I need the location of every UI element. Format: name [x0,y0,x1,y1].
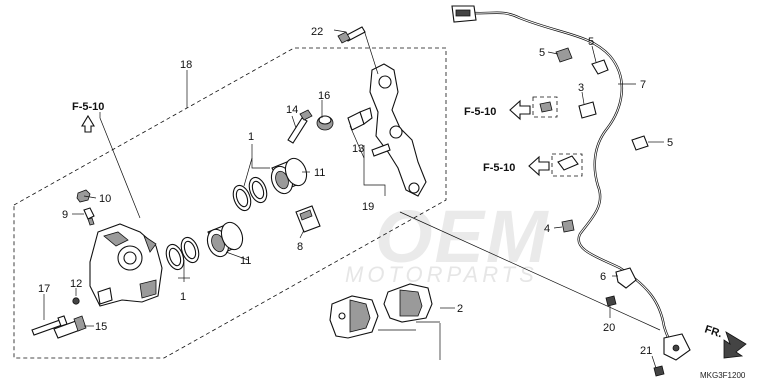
callout-12: 12 [70,278,82,290]
callout-3: 3 [578,82,584,94]
caliper-body [89,223,163,307]
ref-arrow-lower [528,155,550,177]
caliper-slide-pin [287,109,313,144]
brake-pad-rear [329,295,379,339]
detail-box-lower [551,153,583,177]
front-direction-arrow [723,331,747,359]
callout-2: 2 [457,303,463,315]
detail-clip-lower [557,155,579,171]
piston-seal-upper [232,176,268,212]
cable-clamp-2 [591,59,609,75]
callout-14: 14 [286,104,298,116]
pad-pin-plug [72,297,80,305]
caliper-bracket [369,63,427,197]
bracket-bolt [337,26,366,44]
watermark: OEM MOTORPARTS [345,195,550,287]
caliper-pin-bolt [53,315,87,339]
ref-label-caliper: F-5-10 [72,101,104,113]
clamp-bolt [605,295,617,307]
piston-upper [270,157,308,195]
callout-5-top: 5 [539,47,545,59]
callout-11-upper: 11 [314,167,325,179]
callout-16: 16 [318,90,330,102]
callout-20: 20 [603,322,615,334]
ref-label-sensor-lower: F-5-10 [483,162,515,174]
detail-box-upper [532,96,558,118]
sensor-head [663,333,691,361]
callout-4: 4 [544,223,550,235]
pad-spring [295,205,321,233]
callout-13: 13 [352,143,364,155]
piston-lower [206,221,244,258]
brake-pad-front [383,283,433,323]
callout-8: 8 [297,241,303,253]
watermark-brand: OEM [375,195,550,278]
callout-17: 17 [38,283,50,295]
cable-grommet [561,219,575,233]
callout-21: 21 [640,345,652,357]
bleeder-screw [83,207,95,226]
cable-stay [578,101,597,119]
wheel-speed-sensor-cable [461,10,677,351]
callout-9: 9 [62,209,68,221]
callout-15: 15 [95,321,107,333]
callout-22: 22 [311,26,323,38]
caliper-assembly-boundary [13,47,447,359]
diagram-code: MKG3F1200 [700,371,746,380]
cable-clamp-3 [631,135,649,151]
pin-boot [316,115,334,131]
ref-label-sensor-upper: F-5-10 [464,106,496,118]
callout-1-upper: 1 [248,131,254,143]
piston-seal-lower [165,236,200,271]
bleeder-cap [76,189,91,203]
callout-7: 7 [640,79,646,91]
sensor-bolt [653,365,665,377]
callout-11-lower: 11 [240,255,251,267]
callout-1-lower: 1 [180,291,186,303]
watermark-sub: MOTORPARTS [345,262,538,287]
callout-labels: 18 22 16 14 1 11 13 19 10 9 8 11 1 12 17… [38,26,673,357]
callout-19: 19 [362,201,374,213]
cable-clamp-1 [555,47,573,63]
callout-5-mid: 5 [588,36,594,48]
callout-10: 10 [99,193,111,205]
leader-lines [43,29,664,369]
ref-arrow-upper [509,99,531,121]
sensor-clamp [615,267,637,289]
front-direction-label: FR. [703,323,724,340]
detail-clip-upper [539,101,553,113]
callout-6: 6 [600,271,606,283]
sensor-connector [451,5,477,23]
pad-retainer [347,107,373,131]
callout-18: 18 [180,59,192,71]
callout-5-right: 5 [667,137,673,149]
ref-arrow-caliper [81,114,95,133]
